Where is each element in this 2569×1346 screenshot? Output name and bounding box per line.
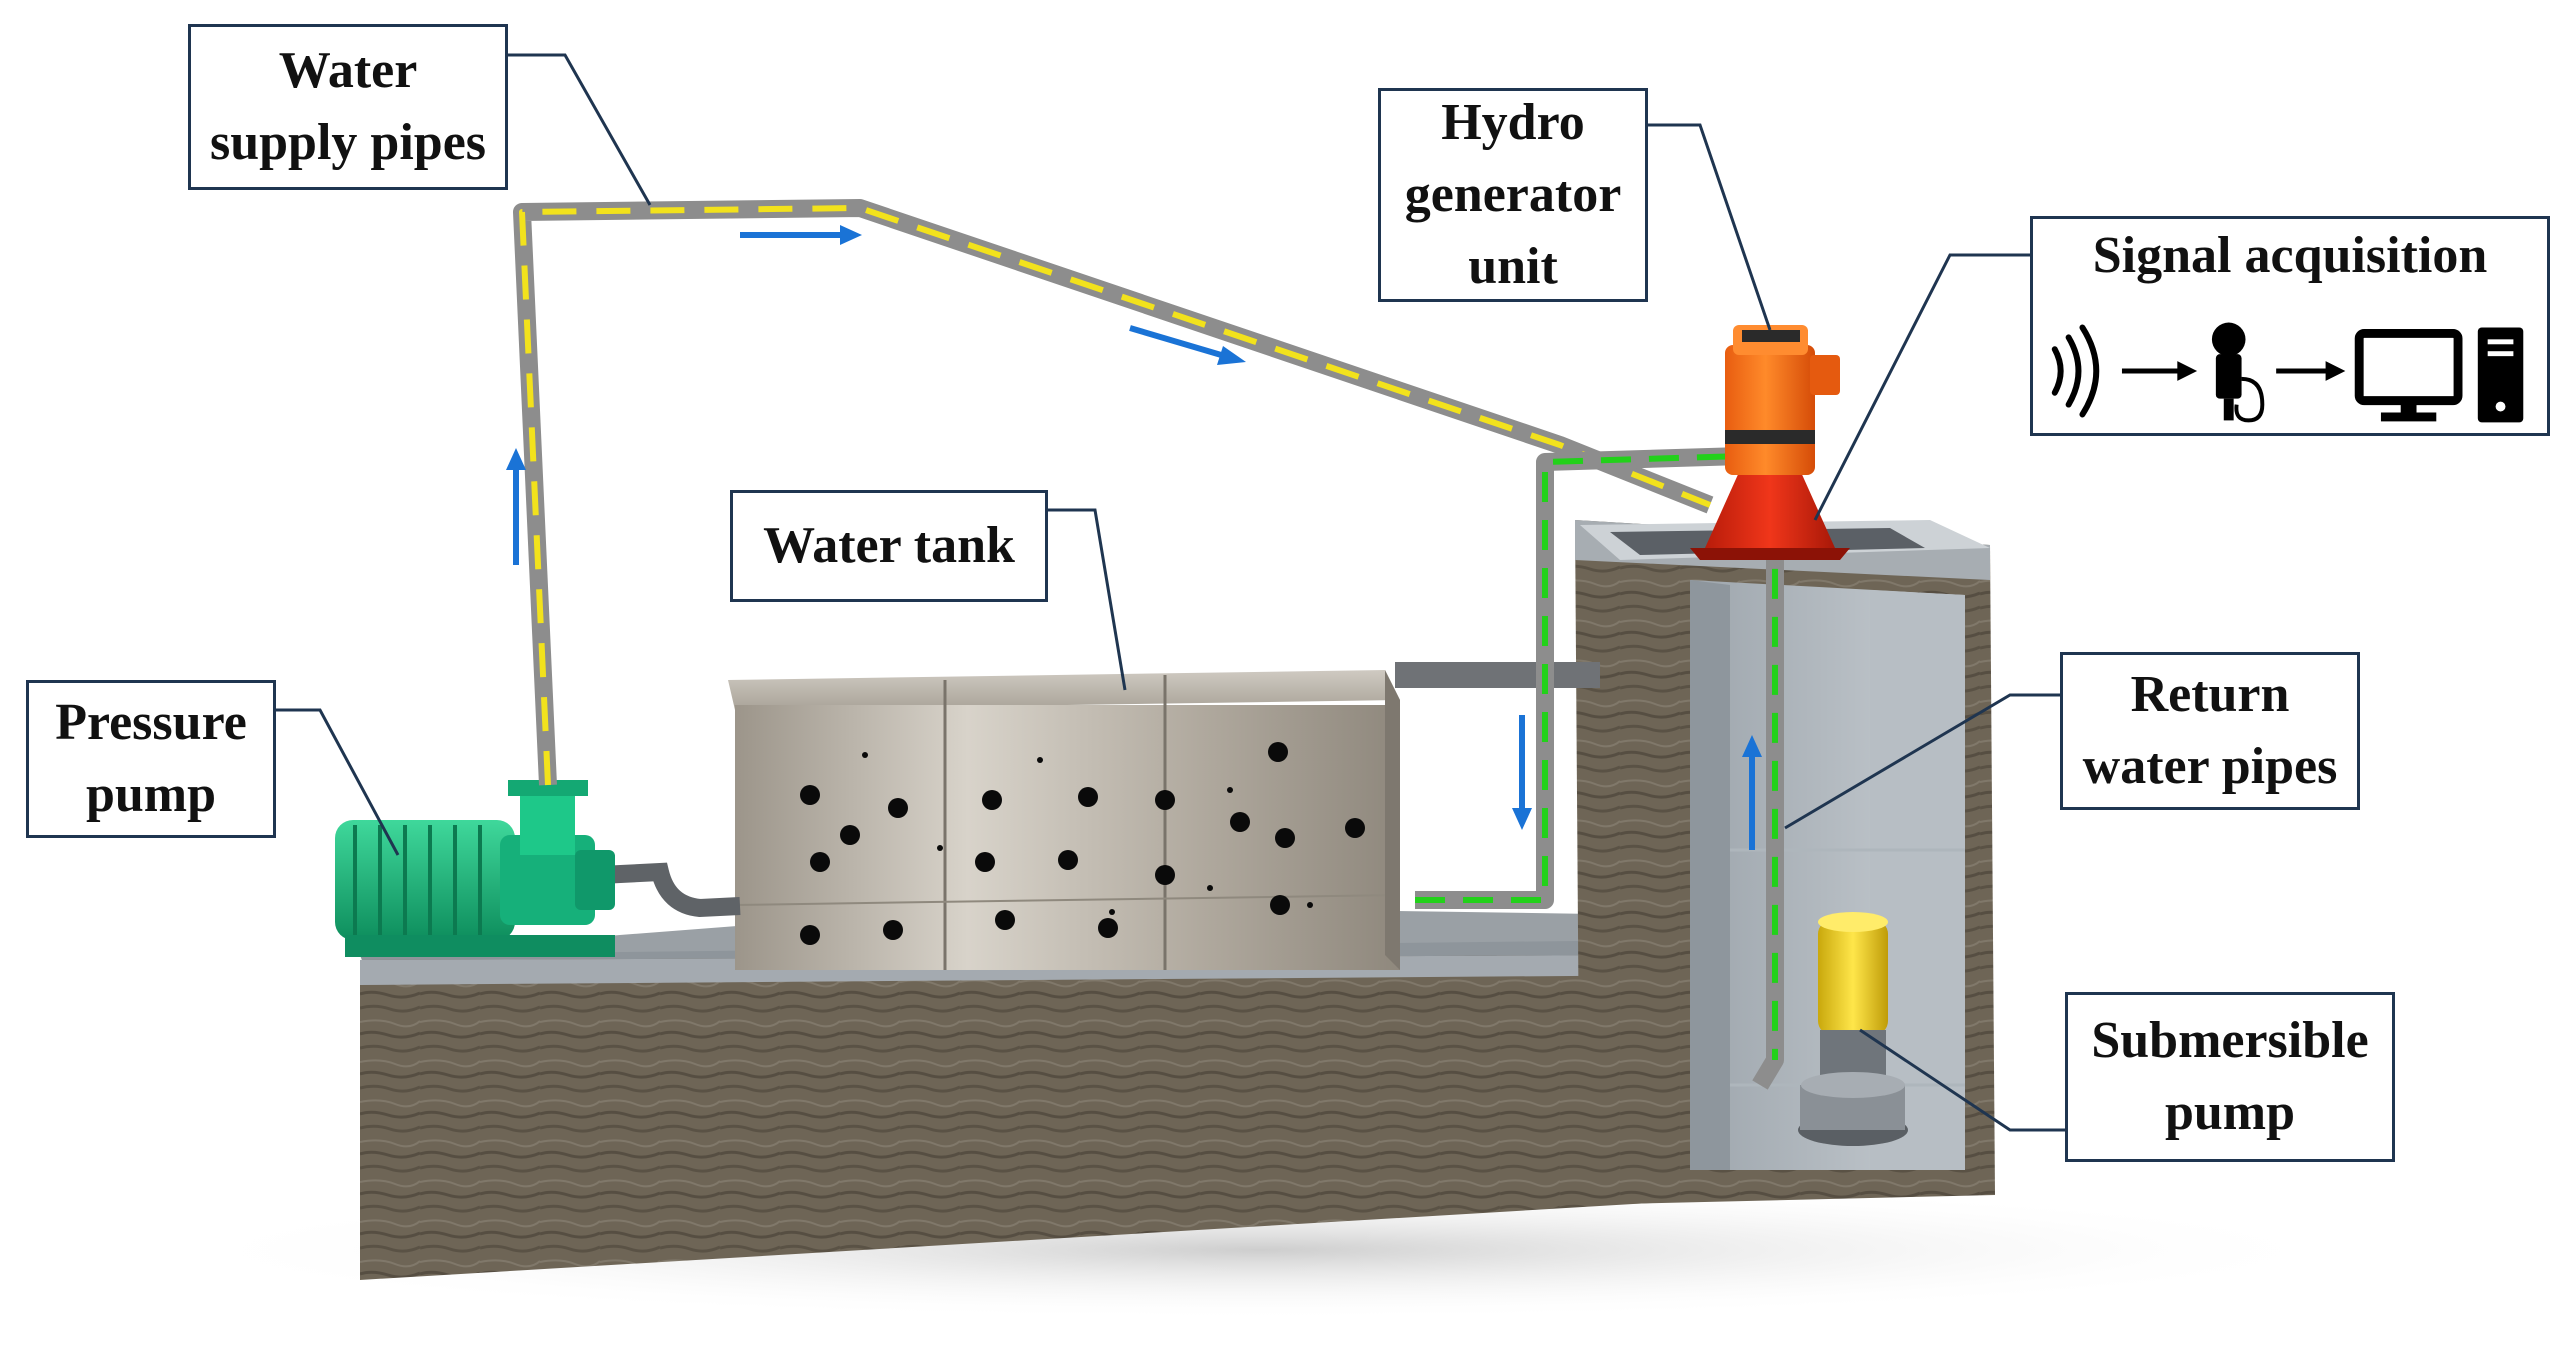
leader-hydro-generator xyxy=(1645,123,1772,331)
monitor-icon xyxy=(2354,328,2463,422)
flow-arrow-down-return xyxy=(1512,715,1532,830)
label-hydro-line3: unit xyxy=(1468,238,1558,295)
label-pressure-line1: Pressure xyxy=(55,694,247,751)
arrow-right-icon xyxy=(2276,361,2346,381)
label-water-supply-line1: Water xyxy=(278,42,418,99)
label-submersible-pump: Submersible pump xyxy=(2065,992,2395,1162)
label-submersible-line1: Submersible xyxy=(2091,1012,2369,1069)
label-pressure-pump: Pressure pump xyxy=(26,680,276,838)
arrow-right-icon xyxy=(2121,361,2198,381)
label-signal-acquisition-title: Signal acquisition xyxy=(2092,227,2488,284)
leader-return-water xyxy=(1784,693,2060,830)
computer-tower-icon xyxy=(2477,327,2524,423)
tank-outlet-pipe xyxy=(1395,662,1600,688)
microphone-sensor-icon xyxy=(2211,322,2265,423)
label-return-line1: Return xyxy=(2130,666,2290,723)
flow-arrow-diagonal xyxy=(1129,325,1246,365)
label-pressure-line2: pump xyxy=(85,766,217,823)
flow-arrows xyxy=(506,225,1762,850)
leader-lines xyxy=(275,53,2065,1132)
label-water-tank: Water tank xyxy=(730,490,1048,602)
flow-arrow-up-supply xyxy=(506,448,526,565)
pressure-pump xyxy=(335,780,615,957)
label-water-tank-text: Water tank xyxy=(763,517,1015,574)
label-hydro-line2: generator xyxy=(1404,166,1622,223)
sound-wave-icon xyxy=(2051,324,2100,418)
label-submersible-line2: pump xyxy=(2164,1084,2296,1141)
label-hydro-line1: Hydro xyxy=(1441,94,1585,151)
water-tank xyxy=(728,670,1401,970)
label-return-water-pipes: Return water pipes xyxy=(2060,652,2360,810)
flow-arrow-up-well xyxy=(1742,735,1762,850)
leader-signal-acquisition xyxy=(1813,253,2030,521)
leader-water-tank xyxy=(1045,508,1127,691)
label-water-supply-pipes: Water supply pipes xyxy=(188,24,508,190)
label-hydro-generator-unit: Hydro generator unit xyxy=(1378,88,1648,302)
flow-arrow-right-top xyxy=(740,225,862,245)
signal-chain-icons xyxy=(2051,322,2524,423)
leader-submersible xyxy=(1859,1028,2065,1132)
pump-to-tank-pipe xyxy=(599,862,741,918)
leader-water-supply xyxy=(505,53,652,206)
label-signal-acquisition: Signal acquisition xyxy=(2030,216,2550,436)
label-water-supply-line2: supply pipes xyxy=(209,114,487,171)
hydro-generator-unit xyxy=(1690,325,1850,560)
label-return-line2: water pipes xyxy=(2082,738,2338,795)
well-block xyxy=(1575,520,1995,1205)
leader-pressure-pump xyxy=(275,708,400,856)
